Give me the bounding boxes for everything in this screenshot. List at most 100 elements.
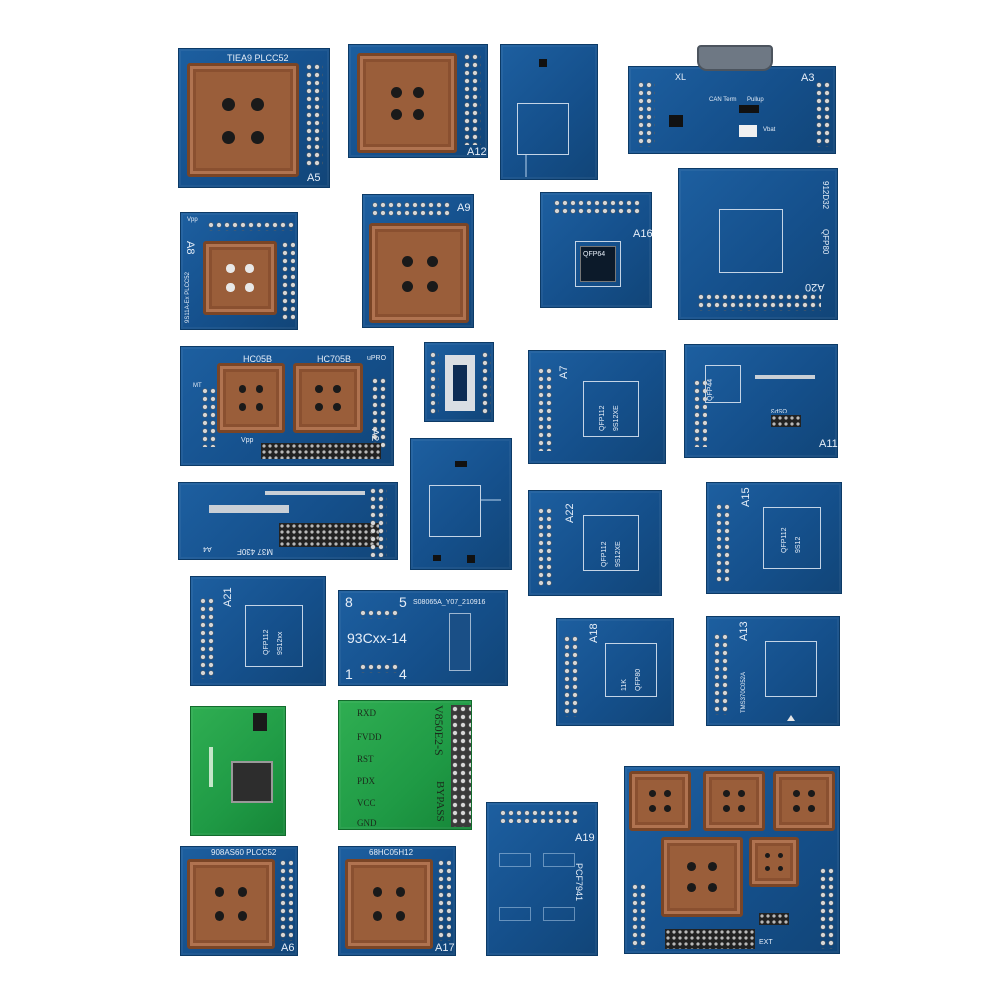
multi-socket-adapter-board: EXT: [624, 766, 840, 954]
a12-adapter-board: A12: [348, 44, 488, 158]
a22-chip2: 9S12XE: [615, 541, 622, 567]
a5-tag: A5: [307, 172, 321, 184]
a3-vbat: Vbat: [763, 127, 776, 133]
v850-pin-vcc: VCC: [357, 798, 376, 808]
a3-can-term: CAN Term: [709, 97, 737, 103]
a8-side-label: 9S11A-Ex PLCC52: [185, 272, 191, 323]
pin-header-small: [771, 415, 801, 427]
a18-adapter-board: A18 QFP80 11K: [556, 618, 674, 726]
93cxx-top-label: S08065A_Y07_210916: [413, 599, 486, 606]
plcc-socket: [187, 63, 299, 177]
a7-chip2: 9S12XE: [613, 405, 620, 431]
plcc-socket: [749, 837, 799, 887]
pin-header: [713, 633, 729, 715]
pin-row: [359, 609, 399, 619]
93cxx-pin8: 8: [345, 594, 353, 610]
93cxx-title: 93Cxx-14: [347, 630, 407, 646]
a3-adapter-board: XL A3 CAN Term Pullup Vbat: [628, 45, 836, 154]
plcc-socket: [661, 837, 743, 917]
qfp112-footprint: [583, 381, 639, 437]
xl-adapter-board: [500, 44, 598, 180]
a2-label-hc705b: HC705B: [317, 354, 352, 364]
pin-header: [281, 241, 295, 321]
qfp112-footprint: [763, 507, 821, 569]
a19-tag: A19: [575, 832, 595, 844]
a21-adapter-board: A21 QFP112 9S12xx: [190, 576, 326, 686]
a22-tag: A22: [564, 503, 576, 523]
a7-chip1: QFP112: [599, 405, 606, 431]
plcc-socket-left: [217, 363, 285, 433]
a20-adapter-board: 912D32 QFP80 A20: [678, 168, 838, 320]
qfp80-footprint: [719, 209, 783, 273]
mcu-side-label: M37 430F: [237, 547, 274, 556]
a15-adapter-board: A15 QFP112 9S12: [706, 482, 842, 594]
a8-vpp-label: Vpp: [187, 217, 198, 223]
pin-header: [305, 63, 323, 167]
dsub-connector: [697, 45, 773, 71]
pin-header: [207, 221, 295, 231]
v850-pin-pdx: PDX: [357, 776, 376, 786]
qfp112-footprint: [245, 605, 303, 667]
pin-header: [499, 809, 579, 823]
a20-side1: 912D32: [821, 181, 830, 210]
chip-footprint: [429, 485, 481, 537]
chip-footprint: [517, 103, 569, 155]
a21-chip2: 9S12xx: [277, 631, 284, 655]
v850-pin-rxd: RXD: [357, 708, 377, 718]
ribbon-header: [261, 443, 381, 459]
a5-adapter-board: TIEA9 PLCC52 A5: [178, 48, 330, 188]
pin-header: [537, 367, 553, 451]
plcc-socket: [773, 771, 835, 831]
sop8-adapter-board: [424, 342, 494, 422]
a7-tag: A7: [558, 365, 570, 379]
pin-header: [697, 293, 821, 311]
a2-label-hc05b: HC05B: [243, 354, 273, 364]
plcc-socket: [187, 859, 275, 949]
pin-row: [359, 663, 399, 673]
a15-tag: A15: [740, 487, 752, 507]
a17-tag: A17: [435, 942, 455, 954]
v850-adapter-board: RXD FVDD RST PDX VCC GND V850E2-S BYPASS: [338, 700, 472, 830]
v850-pin-gnd: GND: [357, 818, 377, 828]
pin-header: [429, 351, 439, 415]
t02-adapter-board: [410, 438, 512, 570]
93cxx-pin5: 5: [399, 594, 407, 610]
plcc-socket: [203, 241, 277, 315]
a5-top-label: TIEA9 PLCC52: [227, 53, 289, 63]
a2-tag: A2: [369, 429, 380, 442]
ext-header: [665, 929, 755, 949]
93cxx-pin4: 4: [399, 666, 407, 682]
a8-tag: A8: [184, 241, 196, 255]
plcc-socket: [369, 223, 469, 323]
a13-adapter-board: A13 TMS370C052A: [706, 616, 840, 726]
a7-adapter-board: A7 QFP112 9S12XE: [528, 350, 666, 464]
a12-tag: A12: [467, 146, 487, 158]
a2-adapter-board: HC05B HC705B uPRO MT A2 Vpp: [180, 346, 394, 466]
v850-pin-rst: RST: [357, 754, 374, 764]
a3-xl-label: XL: [675, 72, 687, 82]
pin-header: [553, 199, 641, 215]
pin-header: [631, 883, 647, 949]
pin-header: [437, 859, 451, 941]
93cxx-pin1: 1: [345, 666, 353, 682]
a18-chip1: QFP80: [635, 668, 642, 691]
a19-adapter-board: A19 PCF7941: [486, 802, 598, 956]
a21-chip1: QFP112: [263, 629, 270, 655]
plcc-socket: [703, 771, 765, 831]
v850-name: V850E2-S: [432, 705, 446, 756]
green-chip-adapter-board: [190, 706, 286, 836]
a2-vpp-label: Vpp: [241, 437, 254, 444]
a22-chip1: QFP112: [601, 541, 608, 567]
a3-tag: A3: [801, 72, 815, 84]
a11-tag: A11: [819, 438, 838, 450]
a11-chip-label: QFP44: [707, 378, 714, 401]
a19-side-label: PCF7941: [574, 863, 584, 902]
plcc-socket: [345, 859, 433, 949]
big-ext-label: EXT: [759, 939, 773, 946]
pin-header: [819, 867, 835, 949]
a17-top-label: 68HC05H12: [369, 848, 414, 857]
pin-header: [199, 597, 215, 679]
pin-header: [537, 507, 553, 587]
pin-header: [815, 81, 831, 147]
qfp44-footprint: [705, 365, 741, 403]
